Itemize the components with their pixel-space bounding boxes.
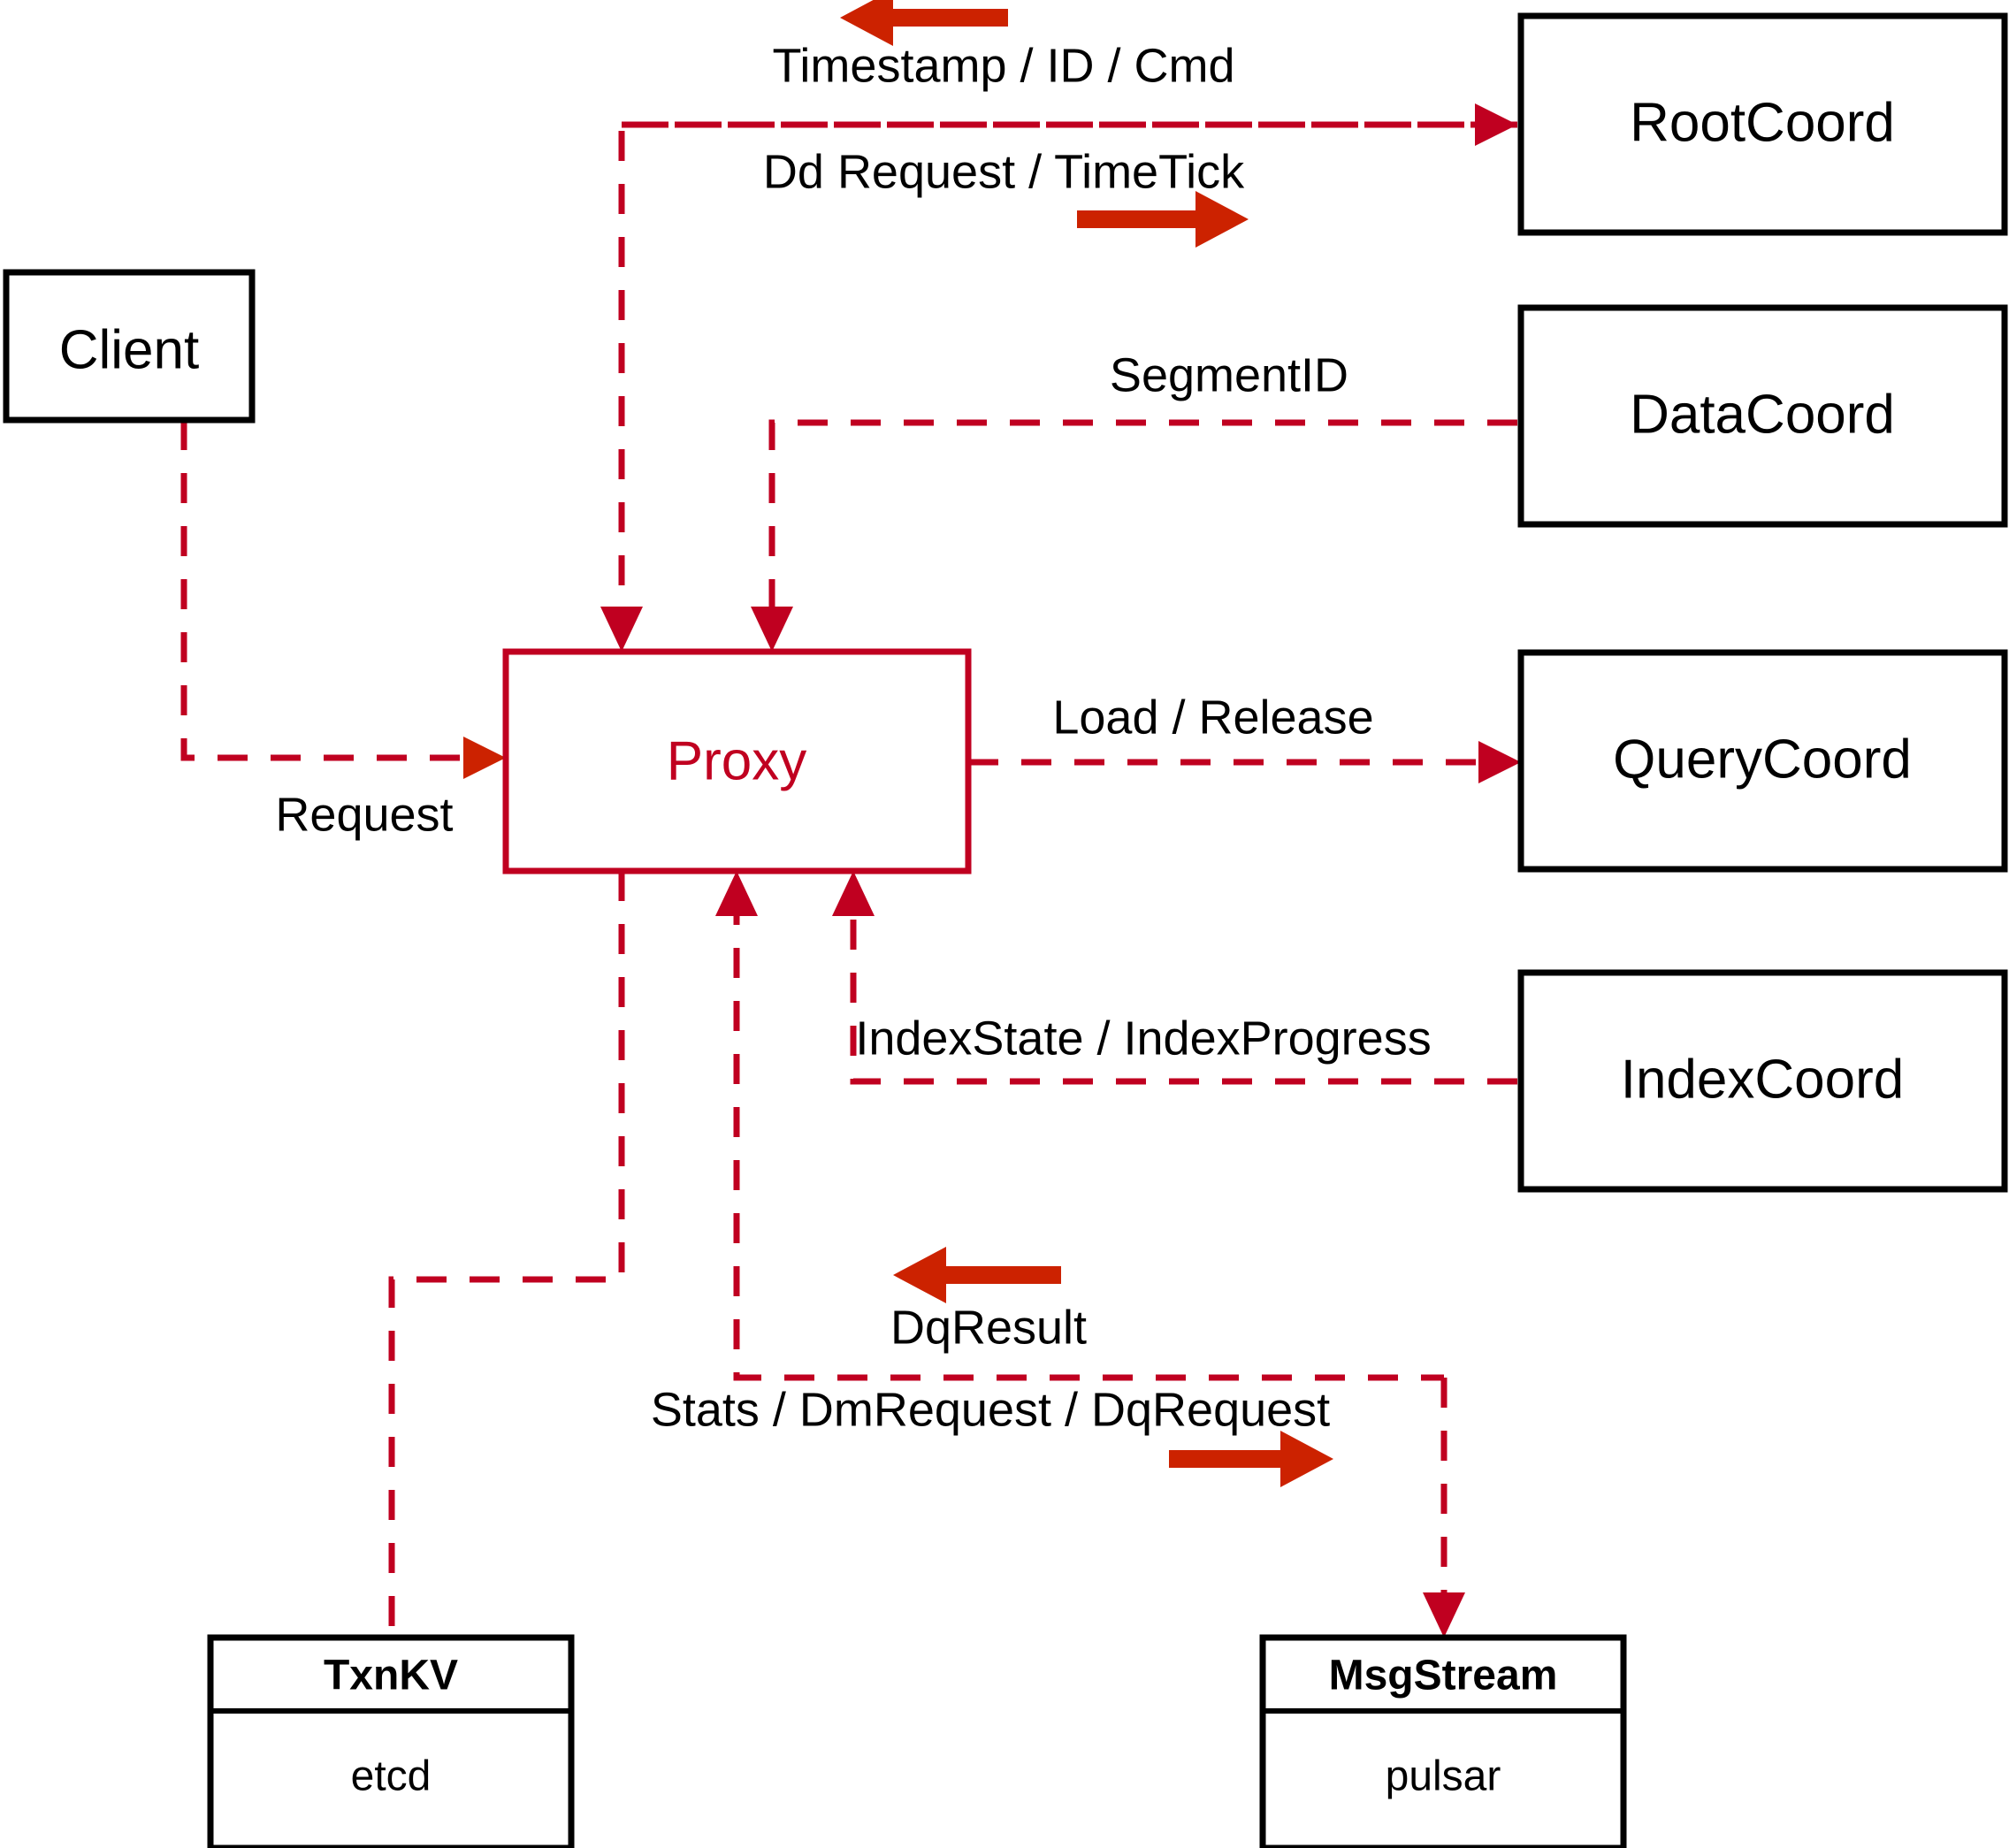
edge-label-segmentid: SegmentID <box>1110 348 1348 401</box>
edge-indexcoord-to-proxy <box>850 895 1517 1085</box>
edge-label-stats-dmrequest: Stats / DmRequest / DqRequest <box>651 1383 1330 1436</box>
direction-arrow-ddrequest <box>1077 191 1249 248</box>
arrowhead-proxy-to-msgstream <box>1423 1592 1465 1638</box>
arrowhead-datacoord-to-proxy <box>751 607 793 652</box>
node-rootcoord-label: RootCoord <box>1630 92 1895 153</box>
edge-msgstream-to-proxy <box>733 895 1444 1381</box>
node-txnkv[interactable]: TxnKV etcd <box>207 1634 575 1848</box>
node-client[interactable]: Client <box>3 269 256 424</box>
arrowhead-msgstream-to-proxy <box>715 871 758 916</box>
node-msgstream-body: pulsar <box>1386 1753 1501 1800</box>
node-indexcoord[interactable]: IndexCoord <box>1517 969 2008 1193</box>
node-querycoord[interactable]: QueryCoord <box>1517 649 2008 873</box>
node-txnkv-body: etcd <box>351 1753 432 1800</box>
arrowhead-proxy-to-rootcoord <box>1475 103 1517 146</box>
node-proxy[interactable]: Proxy <box>502 648 972 874</box>
node-datacoord-label: DataCoord <box>1630 384 1895 445</box>
direction-arrow-timestamp <box>840 0 1008 46</box>
arrowhead-request-to-proxy <box>463 737 506 779</box>
edge-datacoord-to-proxy <box>768 419 1517 628</box>
node-datacoord[interactable]: DataCoord <box>1517 304 2008 528</box>
node-proxy-label: Proxy <box>667 730 806 791</box>
direction-arrow-stats <box>1169 1431 1333 1487</box>
direction-arrow-dqresult <box>893 1247 1061 1303</box>
arrowhead-rootcoord-to-proxy <box>600 607 643 652</box>
edge-client-proxy <box>180 420 488 761</box>
node-rootcoord[interactable]: RootCoord <box>1517 12 2008 236</box>
node-indexcoord-label: IndexCoord <box>1621 1049 1905 1110</box>
node-client-label: Client <box>59 319 200 380</box>
edge-label-dqresult: DqResult <box>890 1301 1087 1354</box>
edge-proxy-to-txnkv <box>388 871 625 1638</box>
node-querycoord-label: QueryCoord <box>1613 729 1912 790</box>
arrowhead-proxy-to-querycoord <box>1478 741 1521 783</box>
arrowhead-indexcoord-to-proxy <box>832 871 875 916</box>
node-msgstream[interactable]: MsgStream pulsar <box>1259 1634 1627 1848</box>
edge-label-timestamp-id-cmd: Timestamp / ID / Cmd <box>772 39 1234 92</box>
edge-label-indexstate: IndexState / IndexProgress <box>855 1012 1431 1065</box>
edge-label-request: Request <box>275 788 453 841</box>
edge-label-dd-request: Dd Request / TimeTick <box>763 145 1245 198</box>
edge-rootcoord-to-proxy <box>618 121 1517 628</box>
node-msgstream-title: MsgStream <box>1329 1653 1558 1699</box>
edge-label-load-release: Load / Release <box>1052 691 1373 744</box>
node-txnkv-title: TxnKV <box>324 1653 458 1699</box>
